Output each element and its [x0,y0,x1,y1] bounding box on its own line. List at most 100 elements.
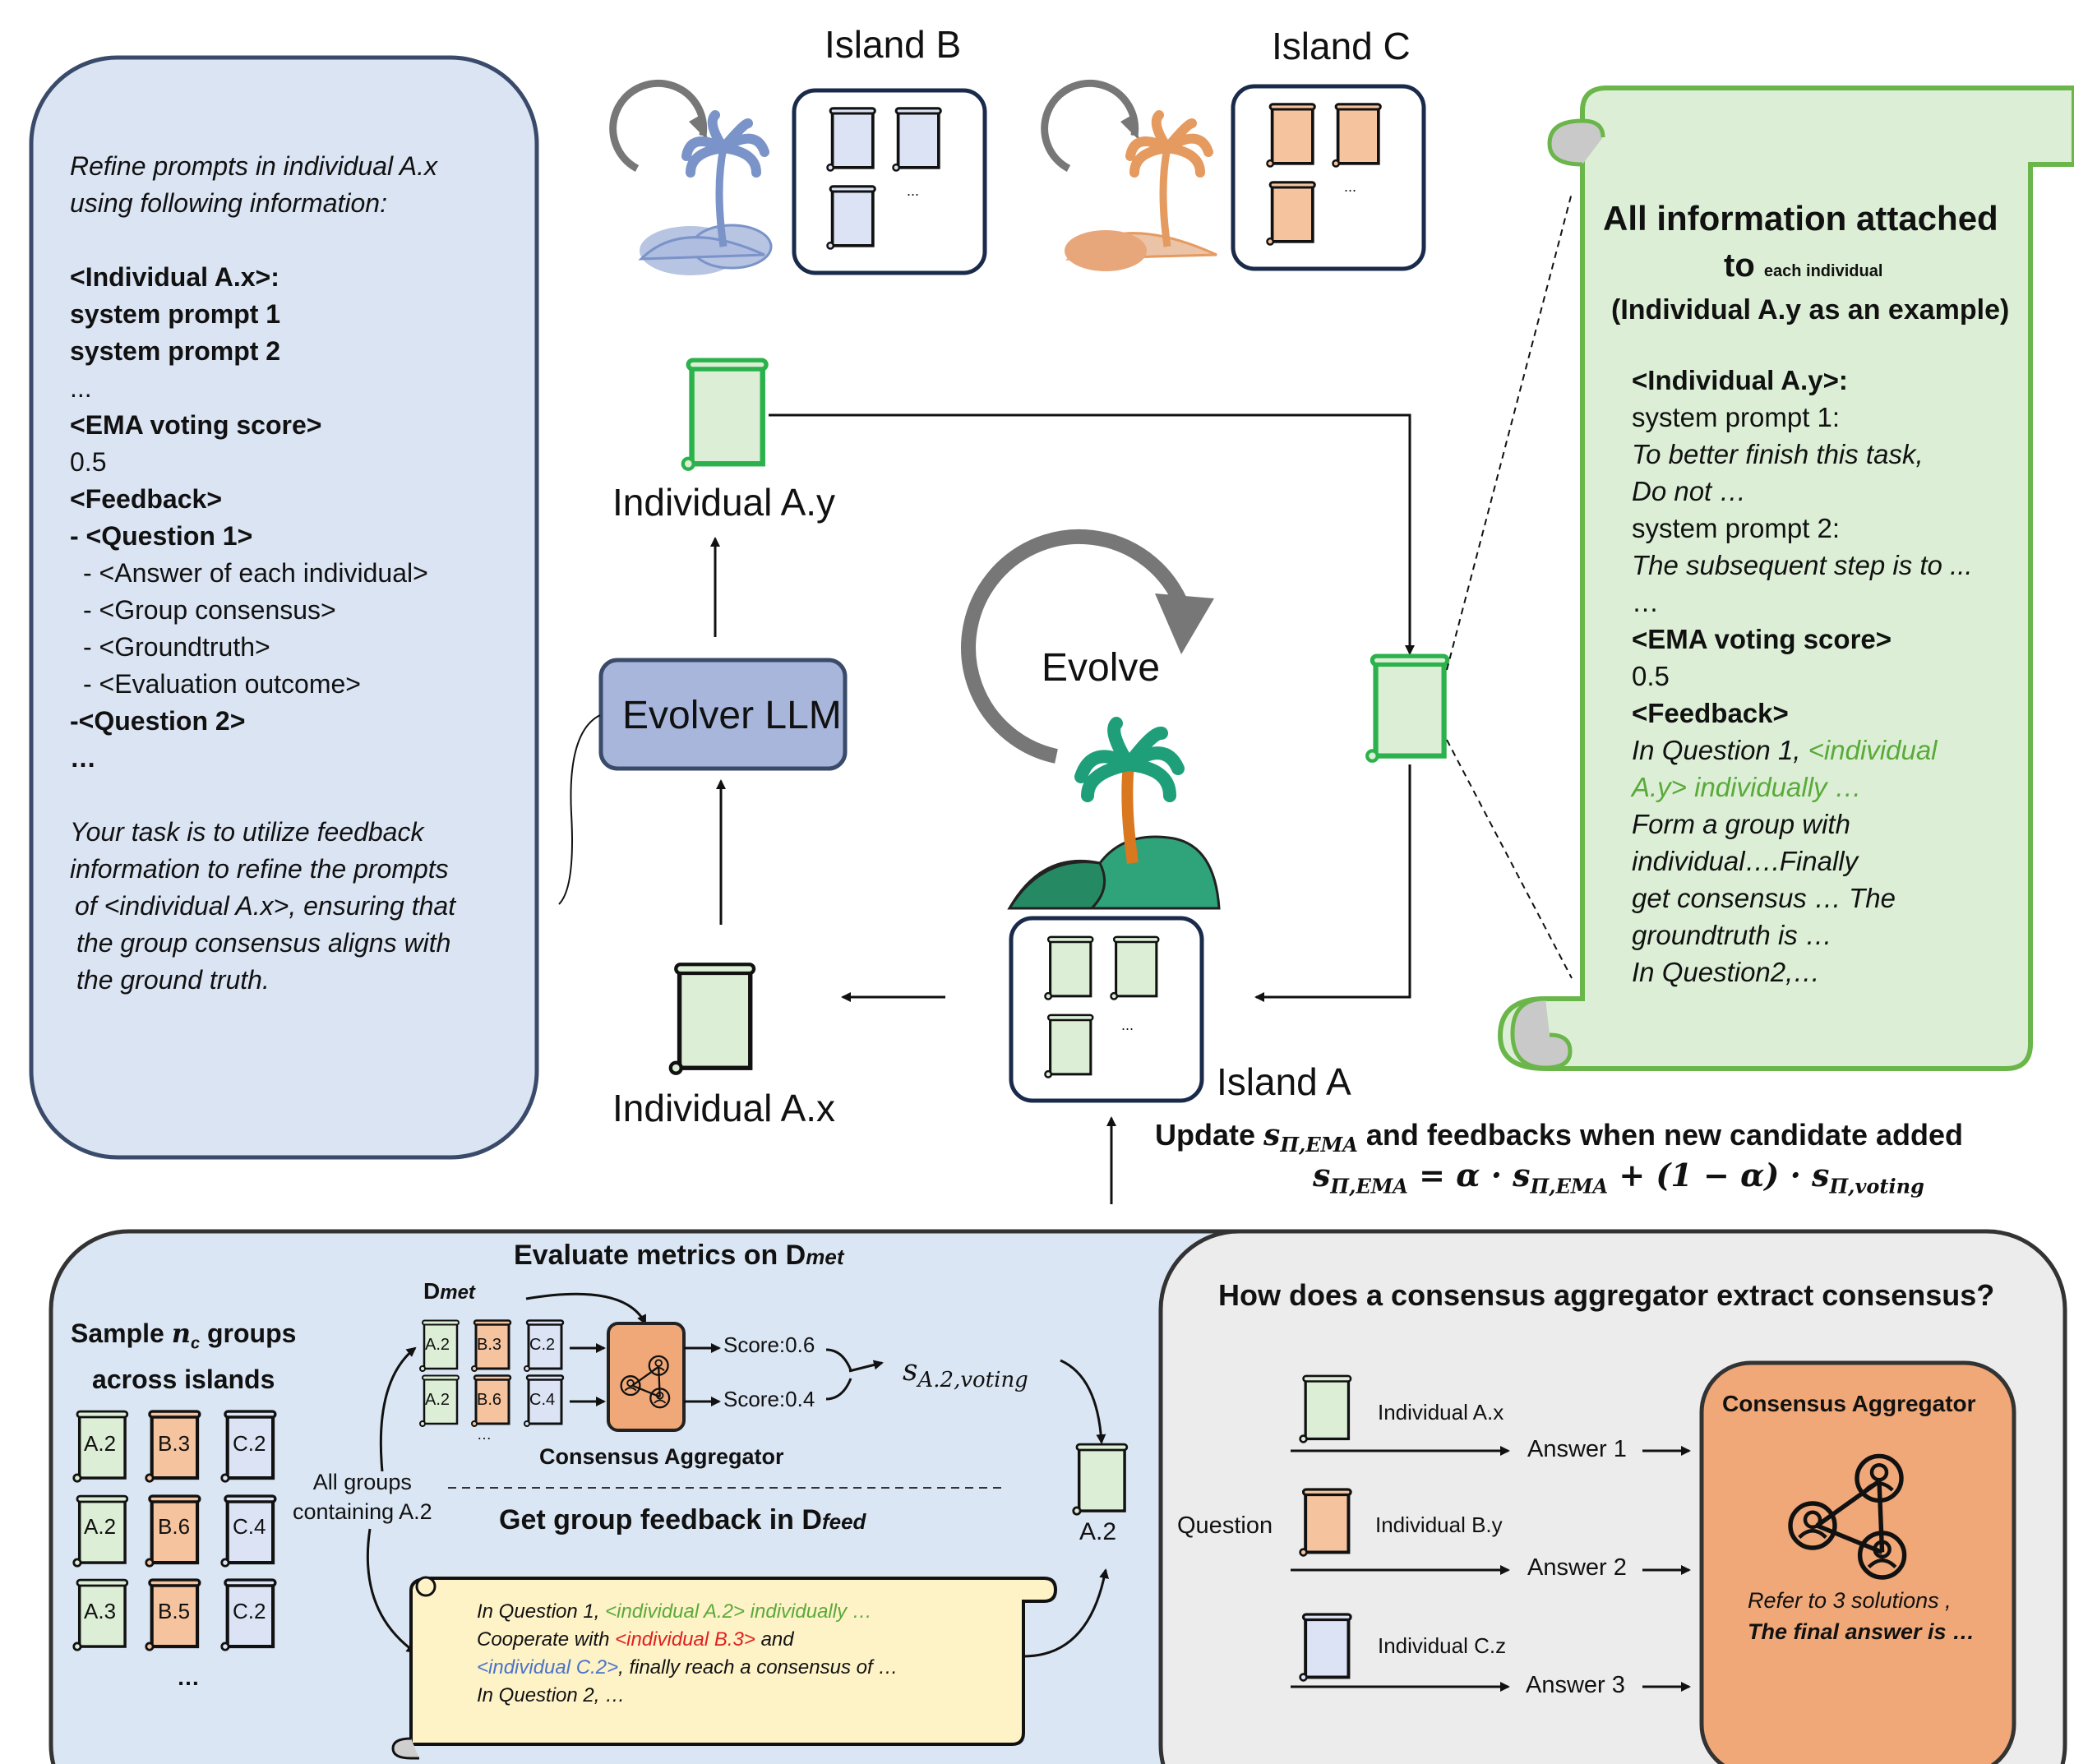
grid-cell-c2-2: C.2 [233,1599,266,1623]
prompt-task-4: the group consensus aligns with [76,928,451,958]
island-b-icon [609,79,773,275]
prompt-panel [29,55,539,1160]
feedback-scroll-text: In Question 1, <individual A.2> individu… [477,1598,898,1710]
prompt-task-2: information to refine the prompts [70,854,449,884]
info-sys-1: system prompt 1: [1632,402,1841,432]
consensus-aggregator-title: Consensus Aggregator [1722,1391,1976,1416]
info-scroll-body: <Individual A.y>: system prompt 1: To be… [1632,362,1973,991]
s-ema-symbol: sΠ,EMA [1263,1118,1358,1157]
prompt-individual-tag: <Individual A.x>: [70,262,279,292]
row1-a2: A.2 [425,1336,450,1354]
aggregator-line-1: Refer to 3 solutions , [1748,1588,1952,1613]
island-a-ellipsis: ... [1121,1017,1134,1033]
prompt-ellipsis-1: ... [70,373,92,403]
consensus-title: How does a consensus aggregator extract … [1218,1278,1995,1312]
info-p1-line1: To better finish this task, [1632,439,1924,469]
info-fb-5: get consensus … The [1632,883,1896,913]
info-title-3: (Individual A.y as an example) [1611,294,2010,326]
fb-line-4: In Question 2, … [477,1684,626,1706]
s-voting-label: sA.2,voting [903,1354,1028,1393]
score-1: Score:0.6 [723,1332,815,1357]
individual-ay-label: Individual A.y [612,481,836,524]
rows-more: … [477,1426,492,1443]
prompt-ellipsis-2: … [70,743,96,773]
grid-cell-b6: B.6 [158,1514,191,1539]
info-fb-1: In Question 1, <individual [1632,735,1938,765]
fb-line-1: In Question 1, <individual A.2> individu… [477,1600,872,1623]
score-2: Score:0.4 [723,1387,815,1411]
info-fb-4: individual….Finally [1632,846,1859,876]
grid-cell-a2-2: A.2 [84,1514,117,1539]
ema-formula: sΠ,EMA = α · sΠ,EMA + (1 − α) · sΠ,votin… [1313,1157,1924,1198]
fb-line-3: <individual C.2>, finally reach a consen… [477,1656,898,1679]
island-b-label: Island B [825,23,962,66]
info-fb-7: In Question2,… [1632,957,1821,987]
grid-cell-c2-1: C.2 [233,1431,266,1456]
info-fb-2: A.y> individually … [1632,772,1862,802]
island-a-icon [1007,717,1221,910]
evolver-llm-label: Evolver LLM [622,694,842,737]
info-individual-tag: <Individual A.y>: [1632,365,1848,395]
island-c-label: Island C [1272,25,1411,67]
prompt-intro-2: using following information: [70,188,387,218]
answer-1-label: Answer 1 [1527,1436,1627,1462]
individual-x-label: Individual A.x [1378,1400,1504,1425]
grid-cell-a2-1: A.2 [84,1431,117,1456]
island-b-ellipsis: ... [907,182,920,199]
info-sys-2: system prompt 2: [1632,513,1841,543]
info-fb-6: groundtruth is … [1632,920,1832,950]
consensus-aggregator-box [1699,1360,2016,1764]
prompt-intro-1: Refine prompts in individual A.x [70,151,438,181]
question-label: Question [1177,1512,1273,1539]
island-b-box [792,88,987,275]
prompt-ema-value: 0.5 [70,447,107,477]
prompt-sub-groundtruth: - <Groundtruth> [83,632,270,662]
prompt-ema-tag: <EMA voting score> [70,410,322,440]
info-scroll-shape [1497,85,2074,1071]
island-a-label: Island A [1217,1060,1351,1103]
info-ema-value: 0.5 [1632,661,1670,691]
update-suffix: and feedbacks when new candidate added [1365,1118,1964,1152]
row1-b3: B.3 [477,1336,502,1354]
info-ema-tag: <EMA voting score> [1632,624,1892,654]
eval-title: Evaluate metrics on Dmet [514,1240,844,1271]
row2-a2: A.2 [425,1391,450,1409]
grid-cell-b5: B.5 [158,1599,191,1623]
island-c-icon [1041,79,1217,271]
sample-text: Sample nc groups across islands [71,1318,297,1395]
row1-c2: C.2 [529,1336,556,1354]
individual-z-label: Individual C.z [1378,1633,1507,1658]
prompt-question-1: - <Question 1> [70,521,253,551]
grid-cell-c4: C.4 [233,1514,266,1539]
aggregator-line-2: The final answer is … [1748,1619,1975,1644]
all-groups-label: All groups containing A.2 [293,1470,432,1524]
grid-cell-b3: B.3 [158,1431,191,1456]
prompt-feedback-tag: <Feedback> [70,484,222,514]
prompt-sub-answer: - <Answer of each individual> [83,558,428,588]
prompt-task-5: the ground truth. [76,965,270,995]
prompt-sub-outcome: - <Evaluation outcome> [83,669,361,699]
prompt-sys-2: system prompt 2 [70,336,281,366]
grid-cell-a3: A.3 [84,1599,117,1623]
prompt-sub-consensus: - <Group consensus> [83,595,336,625]
ema-update-line: Update sΠ,EMA and feedbacks when new can… [1155,1118,1963,1157]
island-a-box [1009,916,1204,1103]
info-fb-3: Form a group with [1632,809,1850,839]
feedback-scroll-shape [391,1576,1058,1760]
info-feedback-tag: <Feedback> [1632,698,1789,728]
prompt-task-3: of <individual A.x>, ensuring that [75,891,456,921]
individual-y-label: Individual B.y [1375,1512,1503,1537]
evolver-llm-box [598,658,848,771]
answer-2-label: Answer 2 [1527,1554,1627,1581]
info-p2-line1: The subsequent step is to ... [1632,550,1973,580]
prompt-sys-1: system prompt 1 [70,299,281,329]
info-title-2: to each individual [1724,247,1883,284]
update-prefix: Update [1155,1118,1256,1152]
row2-c4: C.4 [529,1391,556,1409]
prompt-panel-text: Refine prompts in individual A.x using f… [70,148,455,999]
info-ellipsis: … [1632,587,1659,617]
row2-b6: B.6 [477,1391,502,1409]
fb-line-2: Cooperate with <individual B.3> and [477,1628,794,1651]
prompt-question-2: -<Question 2> [70,706,246,736]
